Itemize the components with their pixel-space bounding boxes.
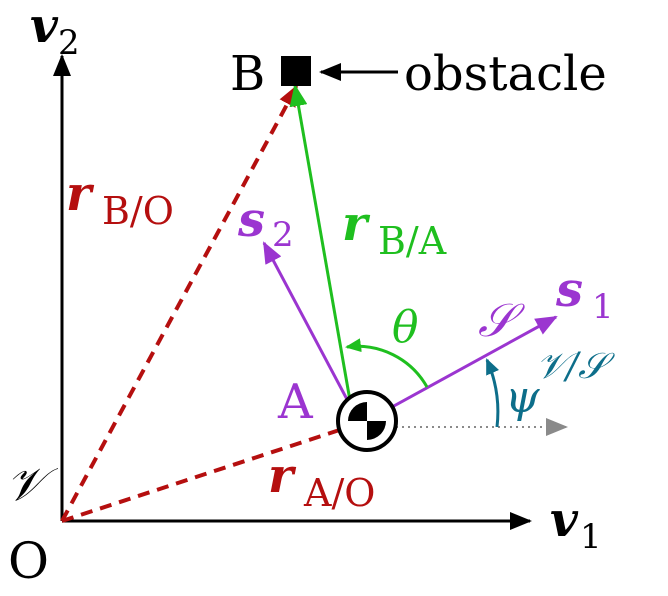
label-origin-o: O [8,532,49,590]
label-psi: ψ [505,372,540,423]
label-s1-symbol: s [555,262,583,318]
label-v2-sub: 2 [58,23,80,63]
label-a: A [277,374,314,430]
theta-arc [345,338,429,388]
label-s1-sub: 1 [592,287,614,327]
obstacle-square-icon [281,56,311,86]
label-v1-sub: 1 [580,517,602,557]
label-b: B [230,46,265,102]
vector-r-a-o [61,418,369,523]
robot-a-icon [336,390,398,452]
label-v2-symbol: v [30,0,59,54]
label-r-b-a-sub: B/A [378,219,447,263]
vector-s2 [262,241,352,406]
label-r-a-o-sub: A/O [303,471,375,515]
label-obstacle: obstacle [404,46,607,102]
label-r-a-o-symbol: r [268,448,297,504]
psi-arc [485,358,500,428]
vector-r-b-o [60,84,299,522]
label-v1-symbol: v [550,492,579,548]
label-s2-symbol: s [237,192,265,248]
vector-s1 [371,315,558,420]
label-s2-sub: 2 [272,215,294,255]
label-theta: θ [392,302,419,353]
label-r-b-a-symbol: r [342,196,371,252]
vector-r-b-a [289,84,354,413]
label-psi-sub: 𝒱/𝒮 [536,346,615,387]
label-r-b-o-symbol: r [66,166,95,222]
label-frame-v: 𝒱 [6,457,59,511]
label-r-b-o-sub: B/O [102,189,174,233]
